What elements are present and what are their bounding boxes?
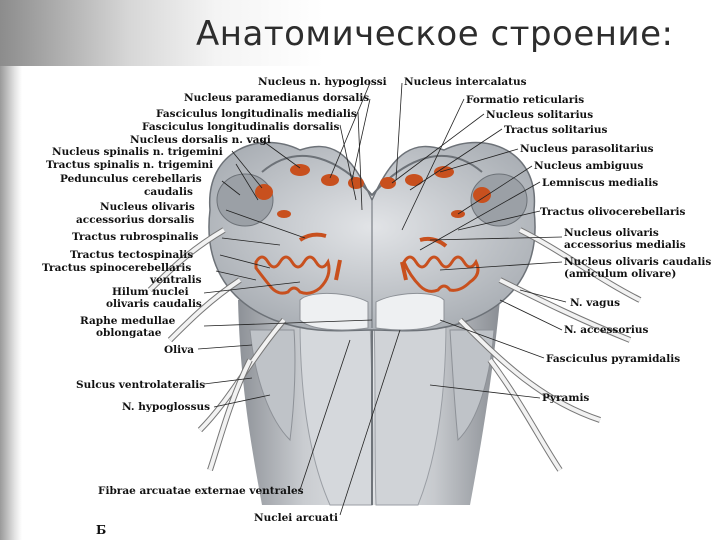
nucleus-olivaris-caudalis-right — [402, 255, 480, 293]
label-fasciculus-long-dorsalis: Fasciculus longitudinalis dorsalis — [142, 121, 340, 133]
label-oliva: Oliva — [164, 344, 194, 356]
label-ventralis: ventralis — [149, 274, 202, 286]
nucleus-ambiguus-left — [277, 210, 291, 218]
label-nucleus-spinalis-trigemini: Nucleus spinalis n. trigemini — [52, 146, 223, 158]
nucleus-paramedian-left — [334, 259, 342, 281]
label-tractus-tectospinalis: Tractus tectospinalis — [70, 249, 193, 261]
label-nucleus-intercalatus: Nucleus intercalatus — [404, 76, 527, 88]
label-n-accessorius: N. accessorius — [564, 324, 648, 336]
label-sulcus-ventrolateralis: Sulcus ventrolateralis — [76, 379, 205, 391]
nucleus-dorsalis-vagi-left — [290, 164, 310, 176]
nucleus-olivaris-caudalis-left — [254, 255, 331, 295]
oliva-left — [249, 329, 296, 442]
label-nucleus-olivaris-left: Nucleus olivaris — [100, 201, 195, 213]
nucleus-spinalis-trigemini-right — [473, 187, 491, 203]
leader-nuclei-arcuati — [339, 329, 401, 516]
label-fasciculus-long-medialis: Fasciculus longitudinalis medialis — [156, 108, 357, 120]
label-amiculum-olivare: (amiculum olivare) — [564, 268, 676, 280]
nucleus-hypoglossi-right — [405, 174, 423, 186]
label-nucleus-solitarius: Nucleus solitarius — [486, 109, 593, 121]
nucleus-olivaris-accessorius-medialis — [419, 236, 448, 248]
label-tractus-rubrospinalis: Tractus rubrospinalis — [72, 231, 199, 243]
label-accessorius-medialis: accessorius medialis — [564, 239, 686, 251]
leader-fibrae-arcuatae — [299, 339, 351, 491]
nucleus-paramedian-right — [400, 261, 408, 281]
label-accessorius-dorsalis: accessorius dorsalis — [76, 214, 194, 226]
nucleus-solitarius-left — [348, 177, 364, 189]
nucleus-solitarius-right — [380, 177, 396, 189]
label-nucleus-parasolitarius: Nucleus parasolitarius — [520, 143, 654, 155]
label-nucleus-olivaris-right: Nucleus olivaris — [564, 227, 659, 239]
pyramid-right — [373, 319, 447, 506]
label-pedunculus-cerebellaris: Pedunculus cerebellaris — [60, 173, 202, 185]
label-n-vagus: N. vagus — [570, 297, 620, 309]
label-pyramis: Pyramis — [542, 392, 589, 404]
label-fasciculus-pyramidalis: Fasciculus pyramidalis — [546, 353, 680, 365]
label-fibrae-arcuatae: Fibrae arcuatae externae ventrales — [98, 485, 304, 497]
pedunculus-cerebellaris-left — [216, 173, 274, 227]
nucleus-olivaris-accessorius-dorsalis — [298, 232, 327, 242]
label-nucleus-paramedianus-dorsalis: Nucleus paramedianus dorsalis — [184, 92, 369, 104]
label-tractus-olivocerebellaris: Tractus olivocerebellaris — [540, 206, 686, 218]
label-tractus-spinalis-trigemini: Tractus spinalis n. trigemini — [46, 159, 213, 171]
label-oblongatae: oblongatae — [96, 327, 162, 339]
label-nuclei-arcuati: Nuclei arcuati — [254, 512, 338, 524]
slide-title: Анатомическое строение: — [196, 14, 674, 54]
label-hilum-nuclei: Hilum nuclei — [112, 286, 189, 298]
label-raphe-medullae: Raphe medullae — [80, 315, 176, 327]
label-pedunculus-caudalis: caudalis — [144, 186, 193, 198]
label-tractus-spinocerebellaris: Tractus spinocerebellaris — [42, 262, 191, 274]
left-edge-shadow — [0, 66, 22, 540]
header-band — [0, 0, 720, 66]
nucleus-hypoglossi-left — [321, 174, 339, 186]
pyramis-section-left — [299, 292, 369, 331]
label-lemniscus-medialis: Lemniscus medialis — [542, 177, 658, 189]
fourth-ventricle-floor — [261, 154, 483, 197]
label-nucleus-olivaris-caudalis: Nucleus olivaris caudalis — [564, 256, 711, 268]
label-olivaris-caudalis: olivaris caudalis — [106, 298, 202, 310]
label-n-hypoglossus: N. hypoglossus — [122, 401, 210, 413]
label-tractus-solitarius: Tractus solitarius — [504, 124, 608, 136]
leader-lines-left — [197, 82, 373, 408]
leader-lines-right — [391, 82, 567, 399]
label-formatio-reticularis: Formatio reticularis — [466, 94, 584, 106]
figure-number: Б — [96, 523, 106, 537]
label-nucleus-ambiguus: Nucleus ambiguus — [534, 160, 643, 172]
pyramis-section-right — [375, 292, 445, 331]
nucleus-spinalis-trigemini-left — [255, 184, 273, 200]
label-nucleus-hypoglossi: Nucleus n. hypoglossi — [258, 76, 387, 88]
label-nucleus-dorsalis-vagi: Nucleus dorsalis n. vagi — [130, 134, 271, 146]
